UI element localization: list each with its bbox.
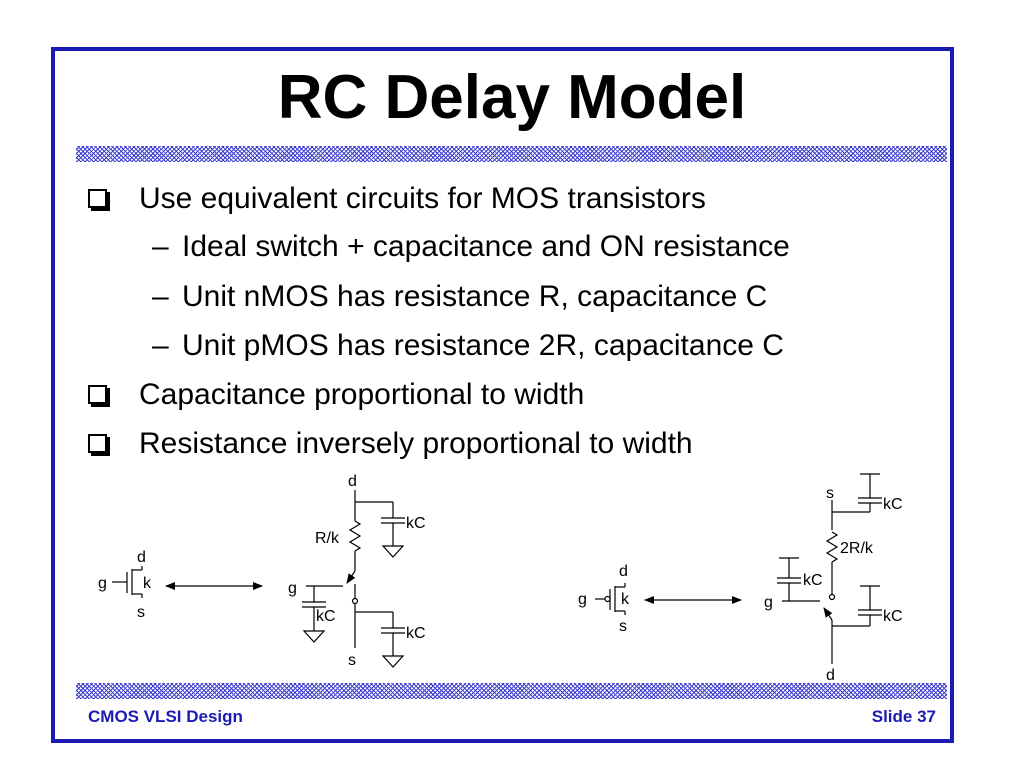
sub-bullet-3: –Unit pMOS has resistance 2R, capacitanc…: [152, 328, 784, 364]
nmos-eq-resistor-label: R/k: [315, 530, 340, 547]
pmos-eq-source-label: s: [826, 485, 834, 502]
sub-bullet-2: –Unit nMOS has resistance R, capacitance…: [152, 279, 767, 315]
nmos-drain-label: d: [137, 549, 146, 566]
pmos-eq-cap-gate-label: kC: [803, 572, 823, 589]
pmos-eq-cap-drain-label: kC: [883, 608, 903, 625]
nmos-equivalent-circuit: [302, 490, 405, 668]
footer-course-title: CMOS VLSI Design: [88, 707, 243, 726]
nmos-eq-source-label: s: [348, 652, 356, 669]
nmos-eq-gate-label: g: [288, 580, 297, 597]
pmos-equivalent-circuit: [777, 473, 882, 664]
checkbox-bullet-icon: [88, 189, 107, 208]
nmos-symbol: [112, 566, 143, 598]
circuit-labels: d g k s d R/k kC g kC kC s d g k s s kC …: [98, 473, 903, 684]
pmos-gate-label: g: [578, 591, 587, 608]
bullet-text: Resistance inversely proportional to wid…: [139, 427, 693, 460]
checkbox-bullet-icon: [88, 434, 107, 453]
dash-icon: –: [152, 329, 169, 362]
sub-bullet-text: Unit nMOS has resistance R, capacitance …: [182, 280, 768, 313]
nmos-eq-cap-drain-label: kC: [406, 515, 426, 532]
nmos-width-label: k: [143, 575, 152, 592]
nmos-source-label: s: [137, 604, 145, 621]
pmos-drain-label: d: [619, 563, 628, 580]
bullet-text: Use equivalent circuits for MOS transist…: [139, 182, 706, 215]
sub-bullet-1: –Ideal switch + capacitance and ON resis…: [152, 229, 790, 265]
sub-bullet-text: Ideal switch + capacitance and ON resist…: [182, 230, 790, 263]
pmos-symbol: [595, 583, 626, 615]
nmos-eq-cap-gate-label: kC: [316, 608, 336, 625]
slide-title: RC Delay Model: [277, 63, 747, 132]
footer-slide-number: Slide 37: [871, 707, 936, 726]
top-divider: [76, 146, 947, 162]
pmos-eq-drain-label: d: [826, 667, 835, 684]
checkbox-bullet-icon: [88, 385, 107, 404]
slide-frame: [51, 47, 954, 743]
pmos-width-label: k: [621, 591, 630, 608]
nmos-eq-cap-source-label: kC: [406, 625, 426, 642]
bottom-divider: [76, 683, 947, 699]
nmos-eq-drain-label: d: [348, 473, 357, 490]
pmos-eq-gate-label: g: [764, 594, 773, 611]
dash-icon: –: [152, 230, 169, 263]
sub-bullet-text: Unit pMOS has resistance 2R, capacitance…: [182, 329, 784, 362]
nmos-gate-label: g: [98, 575, 107, 592]
pmos-source-label: s: [619, 618, 627, 635]
pmos-eq-cap-source-label: kC: [883, 496, 903, 513]
pmos-eq-resistor-label: 2R/k: [840, 540, 874, 557]
dash-icon: –: [152, 280, 169, 313]
bullet-text: Capacitance proportional to width: [139, 378, 585, 411]
